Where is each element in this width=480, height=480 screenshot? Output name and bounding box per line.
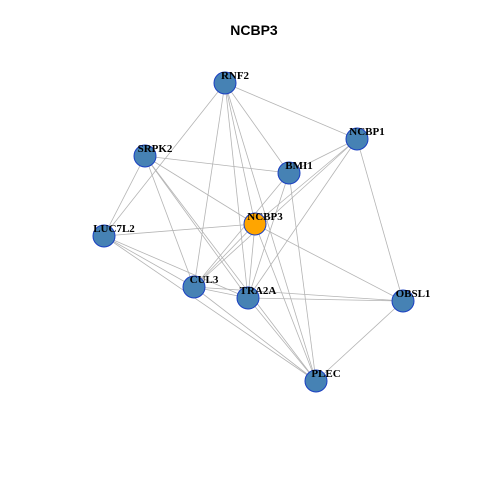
node-circle-srpk2 bbox=[133, 144, 157, 168]
edge-ncbp3-cul3 bbox=[193, 223, 256, 288]
edge-rnf2-ncbp3 bbox=[224, 82, 256, 225]
node-label-cul3: CUL3 bbox=[190, 274, 219, 286]
node-label-plec: PLEC bbox=[311, 368, 340, 380]
edge-rnf2-cul3 bbox=[193, 82, 226, 288]
edge-srpk2-plec bbox=[144, 155, 317, 382]
node-label-obsl1: OBSL1 bbox=[396, 288, 431, 300]
node-srpk2: SRPK2 bbox=[133, 143, 173, 168]
edge-rnf2-ncbp1 bbox=[224, 82, 358, 140]
node-luc7l2: LUC7L2 bbox=[92, 223, 135, 248]
edge-bmi1-cul3 bbox=[193, 172, 290, 288]
node-circle-cul3 bbox=[182, 275, 206, 299]
node-label-rnf2: RNF2 bbox=[221, 70, 250, 82]
edge-rnf2-luc7l2 bbox=[103, 82, 226, 237]
edge-ncbp1-ncbp3 bbox=[254, 138, 358, 225]
edge-tra2a-plec bbox=[247, 297, 317, 382]
edge-layer bbox=[103, 82, 404, 382]
edge-ncbp1-tra2a bbox=[247, 138, 358, 299]
edge-bmi1-tra2a bbox=[247, 172, 290, 299]
node-circle-luc7l2 bbox=[92, 224, 116, 248]
edge-cul3-plec bbox=[193, 286, 317, 382]
node-ncbp1: NCBP1 bbox=[345, 126, 385, 151]
edge-tra2a-obsl1 bbox=[247, 297, 404, 302]
edge-luc7l2-tra2a bbox=[103, 235, 249, 299]
node-label-ncbp3: NCBP3 bbox=[247, 211, 283, 223]
edge-ncbp1-obsl1 bbox=[356, 138, 404, 302]
edge-ncbp3-plec bbox=[254, 223, 317, 382]
node-circle-obsl1 bbox=[391, 289, 415, 313]
node-plec: PLEC bbox=[304, 368, 341, 393]
edge-ncbp3-tra2a bbox=[247, 223, 256, 299]
node-label-srpk2: SRPK2 bbox=[138, 143, 173, 155]
node-bmi1: BMI1 bbox=[277, 160, 313, 185]
node-circle-tra2a bbox=[236, 286, 260, 310]
edge-ncbp1-bmi1 bbox=[288, 138, 358, 174]
graph-title: NCBP3 bbox=[230, 22, 278, 38]
edge-srpk2-bmi1 bbox=[144, 155, 290, 174]
edge-srpk2-cul3 bbox=[144, 155, 195, 288]
node-circle-rnf2 bbox=[213, 71, 237, 95]
node-cul3: CUL3 bbox=[182, 274, 219, 299]
node-label-ncbp1: NCBP1 bbox=[349, 126, 384, 138]
edge-srpk2-tra2a bbox=[144, 155, 249, 299]
edge-ncbp3-obsl1 bbox=[254, 223, 404, 302]
node-obsl1: OBSL1 bbox=[391, 288, 431, 313]
edge-luc7l2-plec bbox=[103, 235, 317, 382]
node-ncbp3: NCBP3 bbox=[243, 211, 283, 236]
edge-srpk2-ncbp3 bbox=[144, 155, 256, 225]
node-label-bmi1: BMI1 bbox=[285, 160, 313, 172]
edge-rnf2-bmi1 bbox=[224, 82, 290, 174]
node-circle-ncbp1 bbox=[345, 127, 369, 151]
node-circle-bmi1 bbox=[277, 161, 301, 185]
node-label-luc7l2: LUC7L2 bbox=[93, 223, 135, 235]
edge-obsl1-plec bbox=[315, 300, 404, 382]
node-circle-ncbp3 bbox=[243, 212, 267, 236]
edge-luc7l2-cul3 bbox=[103, 235, 195, 288]
node-tra2a: TRA2A bbox=[236, 285, 277, 310]
edge-ncbp3-luc7l2 bbox=[103, 223, 256, 237]
edge-bmi1-plec bbox=[288, 172, 317, 382]
edge-srpk2-luc7l2 bbox=[103, 155, 146, 237]
node-rnf2: RNF2 bbox=[213, 70, 250, 95]
node-circle-plec bbox=[304, 369, 328, 393]
edge-cul3-obsl1 bbox=[193, 286, 404, 302]
edge-rnf2-tra2a bbox=[224, 82, 249, 299]
node-label-tra2a: TRA2A bbox=[240, 285, 277, 297]
